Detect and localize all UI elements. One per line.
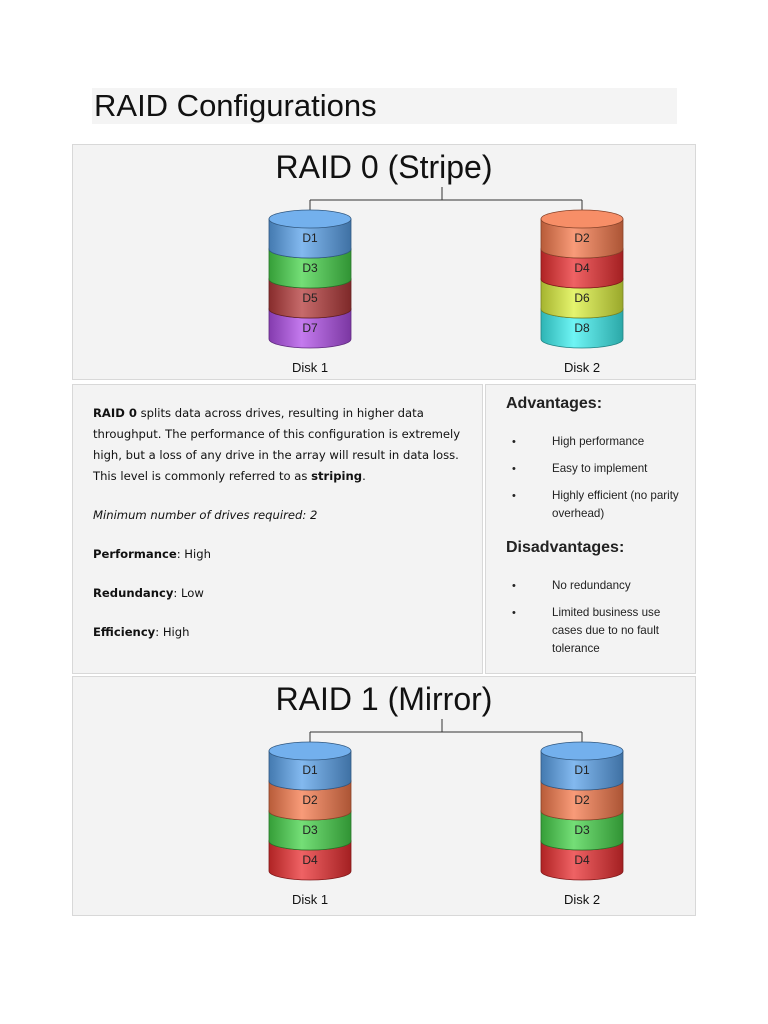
- raid1-connector: [309, 719, 583, 749]
- raid0-disk-1-stack: D7 D5 D3 D1: [268, 209, 352, 349]
- raid1-disk-2-label: Disk 2: [563, 892, 601, 907]
- disk-segment-label: D8: [574, 321, 590, 335]
- raid0-pros-cons-panel: Advantages: High performance Easy to imp…: [485, 384, 696, 674]
- redundancy-value: : Low: [173, 586, 204, 600]
- page-title: RAID Configurations: [92, 88, 677, 124]
- redundancy-line: Redundancy: Low: [93, 583, 204, 604]
- raid1-diagram: D4 D3 D2 D1 D4 D3 D2 D1: [268, 719, 624, 881]
- disk-segment-body: [540, 810, 624, 851]
- raid0-diagram-title: RAID 0 (Stripe): [275, 149, 493, 185]
- disk-segment-label: D4: [574, 853, 590, 867]
- disk-segment-label: D2: [574, 793, 590, 807]
- disk-segment-label: D7: [302, 321, 318, 335]
- disk-segment-top: [268, 741, 352, 761]
- disk-segment-label: D5: [302, 291, 318, 305]
- disk-segment-label: D3: [302, 823, 318, 837]
- disk-segment-body: [268, 840, 352, 881]
- disk-segment-label: D3: [574, 823, 590, 837]
- disadvantages-heading: Disadvantages:: [506, 539, 625, 556]
- disk-segment-body: [268, 278, 352, 319]
- disk-segment-label: D1: [302, 763, 318, 777]
- disadvantage-item: Limited business use cases due to no fau…: [486, 604, 691, 658]
- min-drives: Minimum number of drives required: 2: [93, 508, 318, 522]
- disk-segment-body: [268, 308, 352, 349]
- disadvantage-item: No redundancy: [486, 577, 691, 595]
- disk-segment-top: [540, 741, 624, 761]
- disk-segment-body: [540, 780, 624, 821]
- advantages-heading: Advantages:: [506, 395, 603, 412]
- advantage-item: Easy to implement: [486, 460, 691, 478]
- disk-segment-body: [540, 840, 624, 881]
- disk-segment-body: [540, 248, 624, 289]
- advantages-list: High performance Easy to implement Highl…: [486, 433, 691, 532]
- disk-segment-label: D4: [302, 853, 318, 867]
- advantage-item: High performance: [486, 433, 691, 451]
- disk-segment-top: [268, 209, 352, 229]
- disk-segment-body: [268, 810, 352, 851]
- raid0-disk-2-stack: D8 D6 D4 D2: [540, 209, 624, 349]
- redundancy-label: Redundancy: [93, 586, 174, 600]
- raid1-disk-1-stack: D4 D3 D2 D1: [268, 741, 352, 881]
- disk-segment-label: D4: [574, 261, 590, 275]
- disk-segment-label: D1: [302, 231, 318, 245]
- disk-segment-d1: D1: [540, 741, 624, 791]
- disk-segment-label: D6: [574, 291, 590, 305]
- disk-segment-body: [268, 248, 352, 289]
- disk-segment-body: [268, 218, 352, 259]
- raid0-description-text: splits data across drives, resulting in …: [93, 406, 461, 483]
- efficiency-value: : High: [155, 625, 190, 639]
- raid0-description-panel: RAID 0 splits data across drives, result…: [72, 384, 483, 674]
- description-period: .: [362, 469, 366, 483]
- raid1-disk-2-stack: D4 D3 D2 D1: [540, 741, 624, 881]
- raid1-disk-1-label: Disk 1: [291, 892, 329, 907]
- disadvantages-list: No redundancy Limited business use cases…: [486, 577, 691, 667]
- disk-segment-top: [540, 209, 624, 229]
- disk-segment-body: [540, 278, 624, 319]
- advantage-item: Highly efficient (no parity overhead): [486, 487, 691, 523]
- disk-segment-label: D3: [302, 261, 318, 275]
- raid0-disk-2-label: Disk 2: [563, 360, 601, 375]
- disk-segment-d2: D2: [540, 209, 624, 259]
- disk-segment-d1: D1: [268, 741, 352, 791]
- raid0-term: RAID 0: [93, 406, 137, 420]
- disk-segment-body: [540, 308, 624, 349]
- raid1-diagram-panel: RAID 1 (Mirror) D4 D3 D2 D1 D4 D3 D2 D1 Disk 1…: [72, 676, 696, 916]
- disk-segment-body: [268, 750, 352, 791]
- striping-term: striping: [311, 469, 363, 483]
- disk-segment-body: [540, 218, 624, 259]
- disk-segment-label: D2: [574, 231, 590, 245]
- raid0-disk-1-label: Disk 1: [291, 360, 329, 375]
- disk-segment-body: [540, 750, 624, 791]
- raid1-diagram-title: RAID 1 (Mirror): [275, 681, 493, 717]
- performance-line: Performance: High: [93, 544, 211, 565]
- raid0-diagram: D7 D5 D3 D1 D8 D6 D4 D2: [268, 187, 624, 349]
- raid0-description: RAID 0 splits data across drives, result…: [93, 403, 463, 487]
- disk-segment-label: D1: [574, 763, 590, 777]
- disk-segment-d1: D1: [268, 209, 352, 259]
- disk-segment-label: D2: [302, 793, 318, 807]
- efficiency-label: Efficiency: [93, 625, 156, 639]
- raid0-connector: [309, 187, 583, 217]
- performance-value: : High: [176, 547, 211, 561]
- performance-label: Performance: [93, 547, 177, 561]
- raid0-diagram-panel: RAID 0 (Stripe) D7 D5 D3 D1 D8 D6 D4 D2 Disk 1…: [72, 144, 696, 380]
- disk-segment-body: [268, 780, 352, 821]
- efficiency-line: Efficiency: High: [93, 622, 190, 643]
